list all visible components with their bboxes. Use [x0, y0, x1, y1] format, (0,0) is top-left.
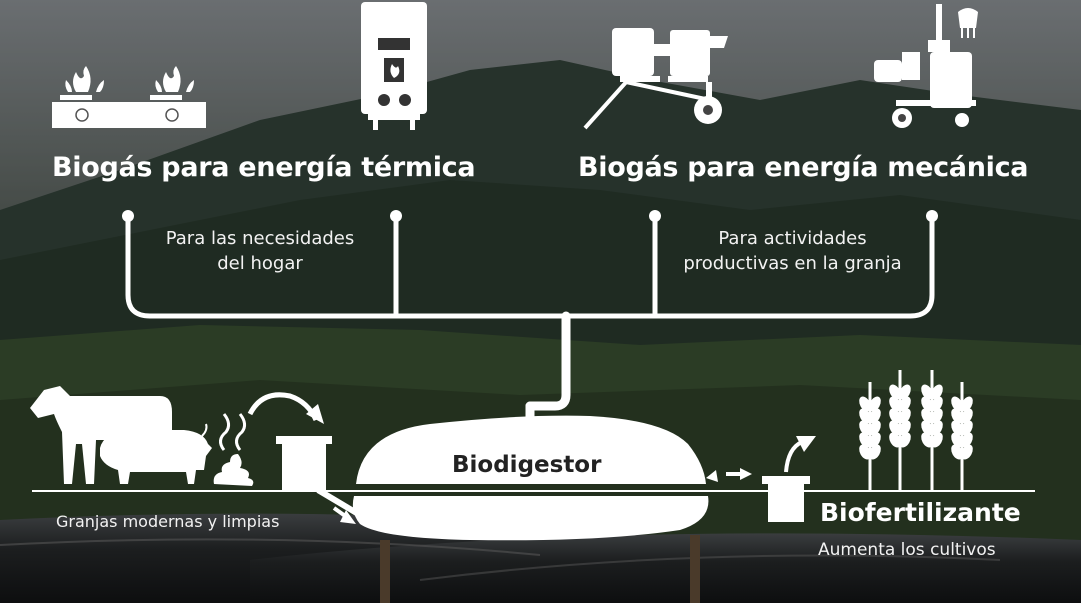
- grinder-icon: [583, 28, 728, 130]
- mechanical-energy-subtitle: Para actividades productivas en la granj…: [665, 226, 920, 276]
- wheat-grain: [961, 396, 973, 412]
- wheat-grain: [961, 420, 973, 436]
- wheat-grain: [869, 396, 881, 412]
- wheat-grain: [859, 396, 871, 412]
- wheat-grain: [921, 396, 933, 412]
- wheat-grain: [889, 432, 901, 448]
- mechanical-subtitle-line2: productivas en la granja: [683, 253, 902, 274]
- wheat-grain: [951, 420, 963, 436]
- wheat-grain: [869, 420, 881, 436]
- wheat-grain: [899, 384, 911, 400]
- stove-icon: [52, 66, 206, 128]
- wheat-grain: [889, 420, 901, 436]
- wheat-grain: [961, 444, 973, 460]
- wheat-grain: [859, 444, 871, 460]
- wheat-grain: [899, 408, 911, 424]
- wheat-grain: [859, 432, 871, 448]
- wheat-grain: [869, 432, 881, 448]
- wheat-grain: [921, 384, 933, 400]
- gas-distribution-lines: [125, 215, 935, 423]
- wheat-grain: [951, 432, 963, 448]
- thermal-subtitle-line2: del hogar: [217, 253, 303, 274]
- farm-label: Granjas modernas y limpias: [56, 512, 280, 531]
- line-end-dots: [122, 210, 938, 222]
- wheat-grain: [951, 396, 963, 412]
- wheat-grain: [869, 444, 881, 460]
- biofertilizer-title: Biofertilizante: [820, 498, 1021, 527]
- inflow-arrow-icon: [332, 506, 356, 524]
- mechanical-energy-title: Biogás para energía mecánica: [578, 152, 1029, 183]
- wheat-grain: [931, 384, 943, 400]
- wheat-grain: [889, 384, 901, 400]
- wheat-grain: [921, 408, 933, 424]
- wheat-stem: [868, 382, 872, 490]
- wheat-grain: [889, 408, 901, 424]
- wheat-grain: [921, 432, 933, 448]
- wheat-stem: [960, 382, 964, 490]
- water-heater-icon: [361, 2, 427, 130]
- biofertilizer-subtitle: Aumenta los cultivos: [818, 540, 996, 560]
- wheat-grain: [869, 408, 881, 424]
- thermal-subtitle-line1: Para las necesidades: [165, 228, 355, 249]
- wheat-grain: [859, 420, 871, 436]
- outlet-tank-icon: [762, 436, 816, 522]
- inlet-tank-icon: [247, 392, 362, 518]
- wheat-grain: [899, 396, 911, 412]
- wheat-grain: [951, 444, 963, 460]
- wheat-grain: [899, 432, 911, 448]
- biodigester-label: Biodigestor: [452, 452, 602, 478]
- wheat-crops-icon: [859, 370, 973, 490]
- biodigester-icon: [352, 415, 709, 541]
- wheat-grain: [931, 420, 943, 436]
- milking-machine-icon: [874, 4, 978, 128]
- thermal-energy-title: Biogás para energía térmica: [52, 152, 476, 183]
- wheat-grain: [889, 396, 901, 412]
- wheat-grain: [899, 420, 911, 436]
- wheat-grain: [961, 432, 973, 448]
- wheat-grain: [921, 420, 933, 436]
- mechanical-subtitle-line1: Para actividades: [718, 228, 867, 249]
- wheat-grain: [931, 408, 943, 424]
- thermal-energy-subtitle: Para las necesidades del hogar: [150, 226, 370, 276]
- wheat-grain: [931, 396, 943, 412]
- wheat-grain: [951, 408, 963, 424]
- wheat-grain: [961, 408, 973, 424]
- manure-icon: [213, 413, 254, 486]
- wheat-grain: [859, 408, 871, 424]
- wheat-grain: [931, 432, 943, 448]
- outflow-arrow-icon: [706, 468, 752, 482]
- livestock-icon: [30, 386, 212, 484]
